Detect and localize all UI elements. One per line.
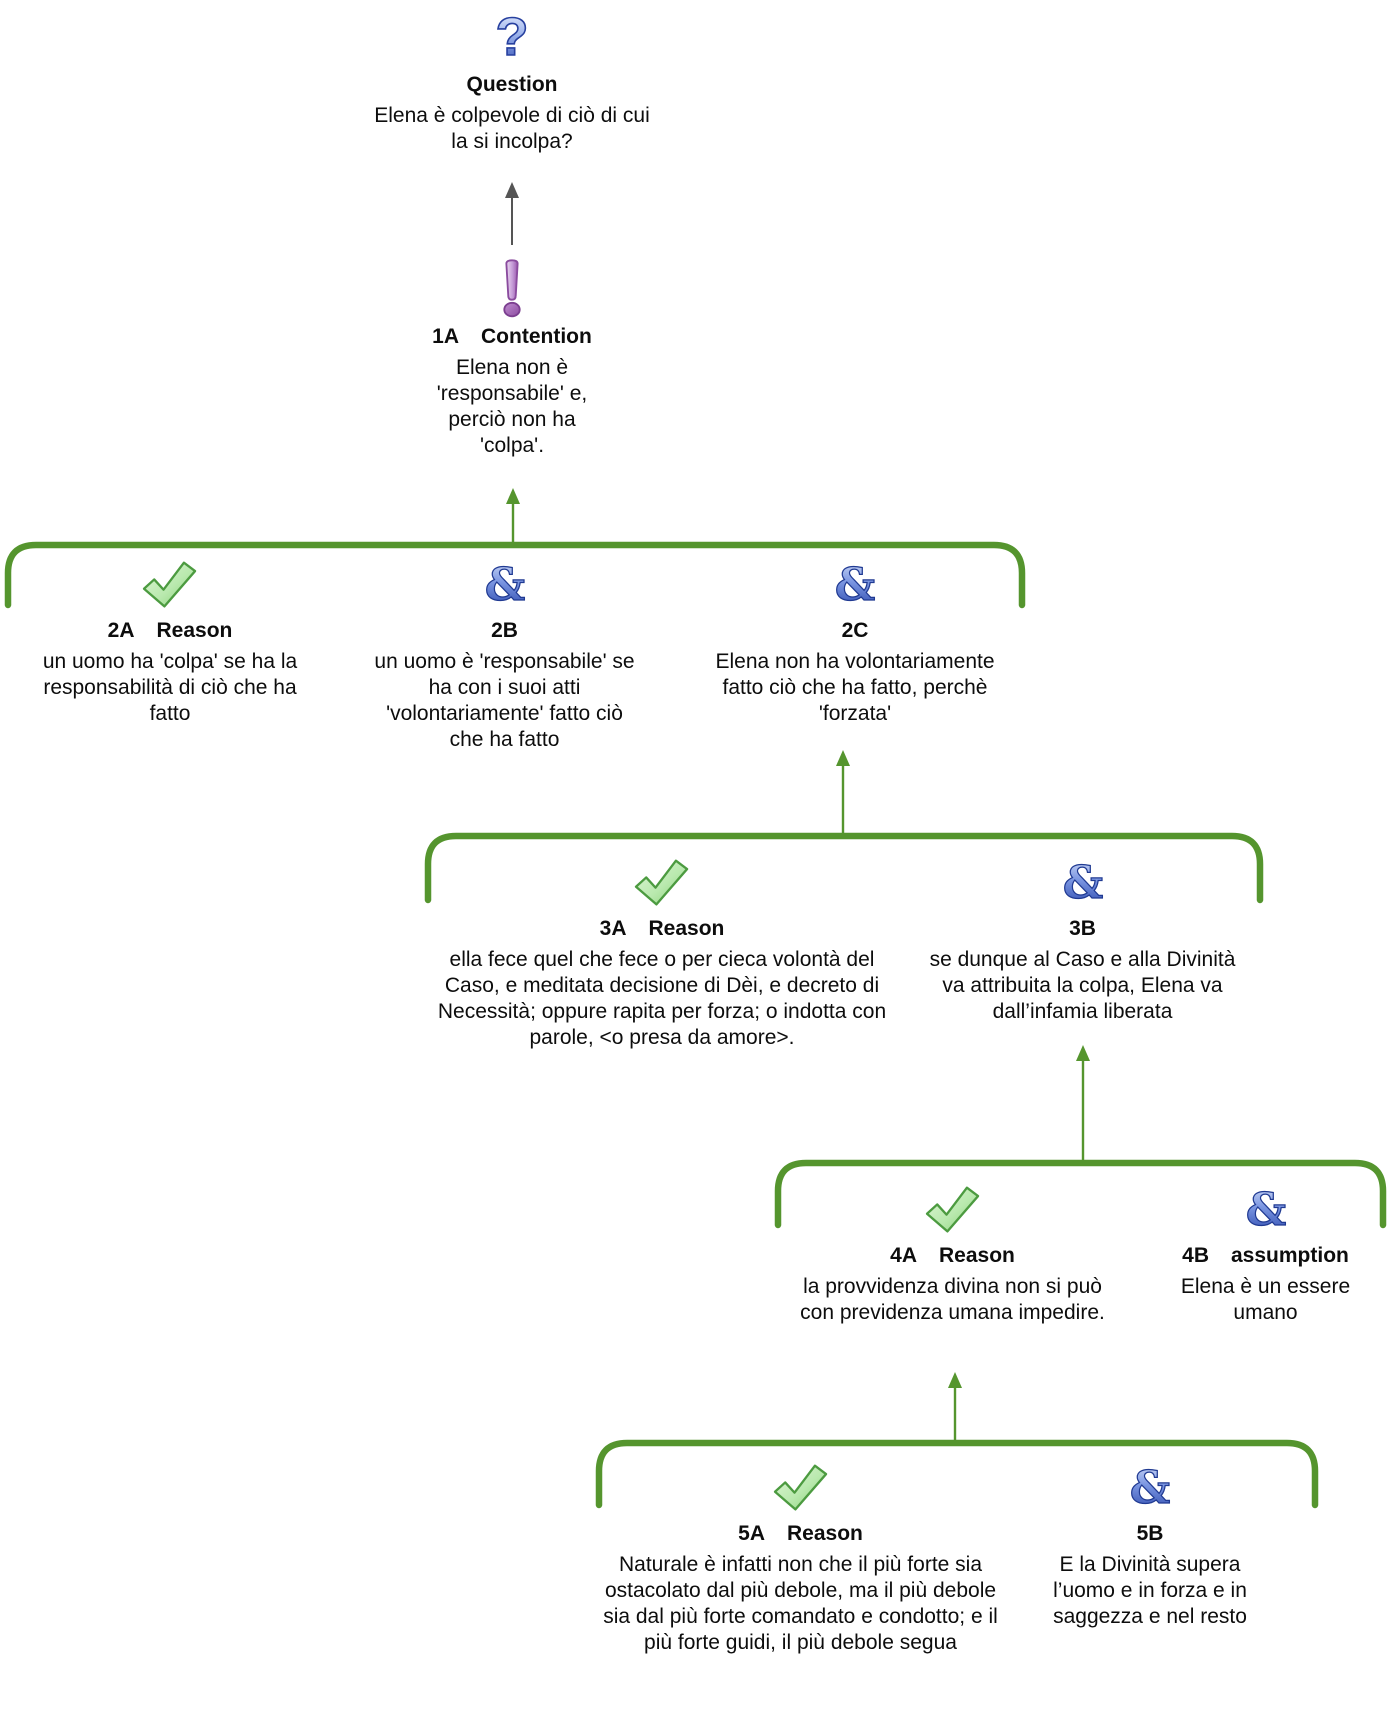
- question-title: Question: [466, 73, 558, 96]
- assumption-node-4b[interactable]: 4B assumption Elena è un essere umano: [1148, 1183, 1383, 1326]
- contention-text: Elena non è 'responsabile' e, perciò non…: [436, 356, 588, 457]
- node-heading-2c: 2C: [841, 619, 869, 642]
- reason-node-4a[interactable]: 4A Reason la provvidenza divina non si p…: [800, 1183, 1105, 1326]
- reason-node-5b[interactable]: 5B E la Divinità supera l’uomo e in forz…: [1030, 1461, 1270, 1630]
- ampersand-icon: [1244, 1183, 1288, 1237]
- node-text-3b: se dunque al Caso e alla Divinità va att…: [929, 948, 1236, 1023]
- reason-node-2a[interactable]: 2A Reason un uomo ha 'colpa' se ha la re…: [20, 558, 320, 727]
- question-text: Elena è colpevole di ciò di cui la si in…: [374, 104, 650, 153]
- reason-node-5a[interactable]: 5A Reason Naturale è infatti non che il …: [603, 1461, 998, 1656]
- node-text-2b: un uomo è 'responsabile' se ha con i suo…: [374, 650, 635, 751]
- bracket-level3: [424, 832, 1264, 904]
- node-text-2c: Elena non ha volontariamente fatto ciò c…: [715, 650, 995, 725]
- ampersand-icon: [483, 558, 527, 612]
- node-text-5a: Naturale è infatti non che il più forte …: [603, 1553, 998, 1654]
- arrowhead-level4-to-3b: [1076, 1045, 1090, 1061]
- node-text-4b: Elena è un essere umano: [1180, 1275, 1351, 1324]
- question-node[interactable]: Question Elena è colpevole di ciò di cui…: [367, 8, 657, 155]
- checkmark-icon: [139, 558, 201, 612]
- ampersand-icon: [1128, 1461, 1172, 1515]
- node-heading-4a: 4A Reason: [890, 1244, 1015, 1267]
- arrowhead-level3-to-2c: [836, 750, 850, 766]
- ampersand-icon: [1061, 856, 1105, 910]
- checkmark-icon: [631, 856, 693, 910]
- bracket-level2: [4, 541, 1026, 609]
- node-heading-3a: 3A Reason: [599, 917, 725, 940]
- arrowhead-contention-to-question: [505, 182, 519, 198]
- bracket-level4: [774, 1159, 1387, 1229]
- node-heading-4b: 4B assumption: [1182, 1244, 1349, 1267]
- reason-node-3a[interactable]: 3A Reason ella fece quel che fece o per …: [432, 856, 892, 1051]
- contention-heading: 1A Contention: [432, 325, 592, 348]
- node-text-2a: un uomo ha 'colpa' se ha la responsabili…: [42, 650, 298, 725]
- contention-node-1a[interactable]: 1A Contention Elena non è 'responsabile'…: [417, 258, 607, 459]
- node-heading-5b: 5B: [1136, 1522, 1164, 1545]
- exclamation-icon: [496, 258, 528, 318]
- bracket-level5: [595, 1439, 1319, 1509]
- reason-node-3b[interactable]: 3B se dunque al Caso e alla Divinità va …: [925, 856, 1240, 1025]
- node-heading-3b: 3B: [1069, 917, 1096, 940]
- node-heading-2a: 2A Reason: [107, 619, 233, 642]
- arrowhead-level5-to-4a: [948, 1372, 962, 1388]
- question-icon: [485, 8, 539, 66]
- node-text-3a: ella fece quel che fece o per cieca volo…: [437, 948, 887, 1049]
- node-heading-2b: 2B: [491, 619, 518, 642]
- checkmark-icon: [922, 1183, 984, 1237]
- node-text-4a: la provvidenza divina non si può con pre…: [800, 1275, 1105, 1324]
- node-heading-5a: 5A Reason: [738, 1522, 863, 1545]
- ampersand-icon: [833, 558, 877, 612]
- arrowhead-level2-to-contention: [506, 488, 520, 504]
- node-text-5b: E la Divinità supera l’uomo e in forza e…: [1053, 1553, 1247, 1628]
- reason-node-2b[interactable]: 2B un uomo è 'responsabile' se ha con i …: [372, 558, 637, 753]
- reason-node-2c[interactable]: 2C Elena non ha volontariamente fatto ci…: [700, 558, 1010, 727]
- checkmark-icon: [770, 1461, 832, 1515]
